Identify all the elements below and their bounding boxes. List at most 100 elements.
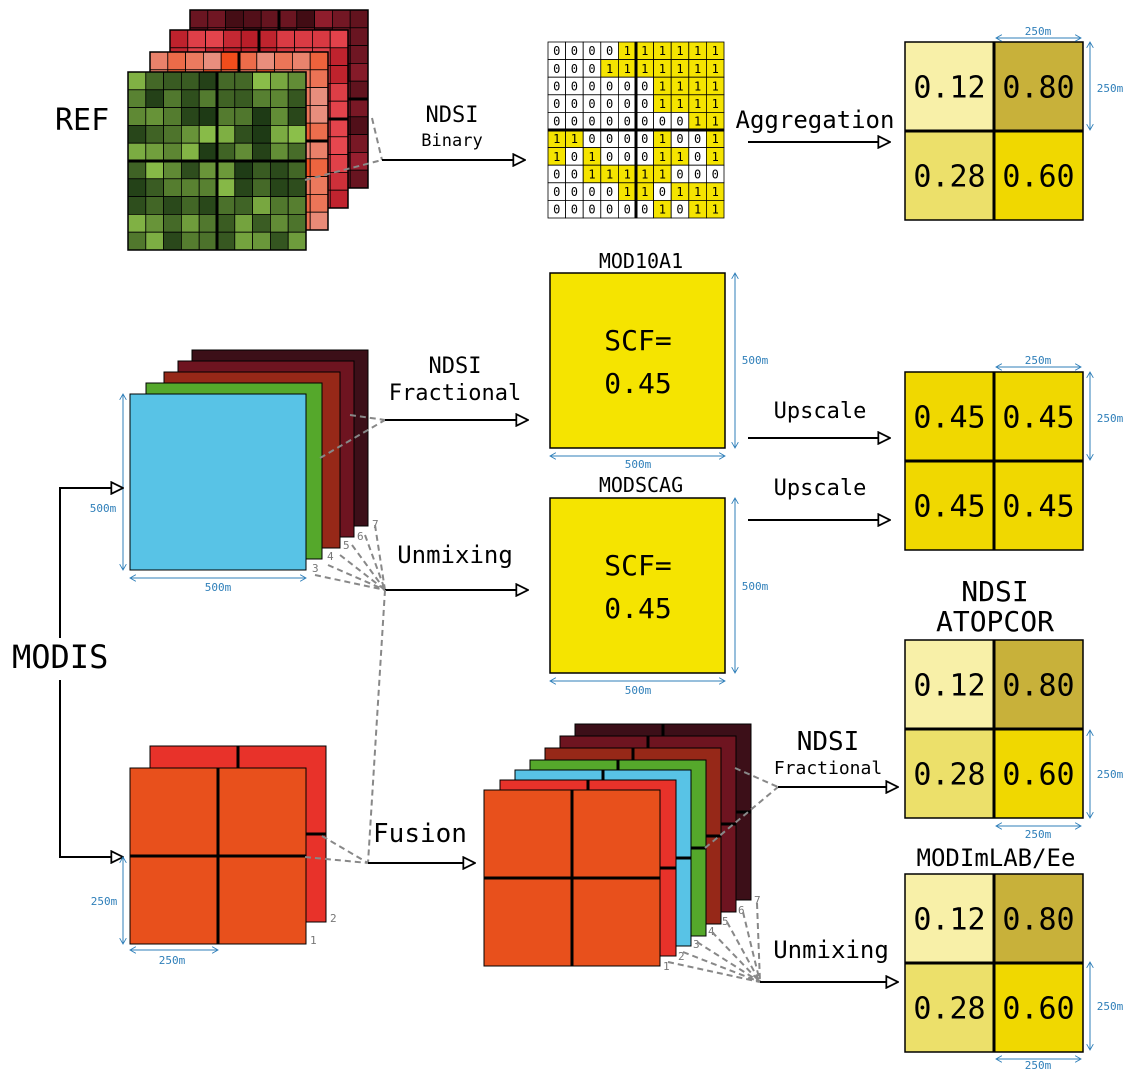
band-number: 5	[722, 915, 729, 928]
ref-cell	[287, 71, 307, 91]
binary-cell-value: 0	[588, 97, 595, 111]
binary-cell-value: 1	[712, 97, 719, 111]
mod10a1-scf-label: SCF=	[604, 324, 671, 357]
binary-cell-value: 0	[588, 203, 595, 217]
binary-cell-value: 1	[712, 132, 719, 146]
fsc-cell	[993, 873, 1084, 964]
ref-cell	[127, 71, 147, 91]
ref-cell	[216, 142, 236, 162]
ref-cell	[180, 196, 200, 215]
ref-cell	[145, 196, 165, 215]
fused-unmixing-label: Unmixing	[773, 936, 889, 964]
ref-cell	[329, 171, 349, 191]
ref-cell	[349, 9, 369, 29]
ref-cell	[198, 89, 218, 109]
fused-fractional-dash	[704, 767, 779, 849]
ref-cell	[260, 9, 280, 29]
ref-cell	[198, 178, 218, 198]
ref-cell	[252, 125, 271, 144]
binary-cell-value: 0	[641, 115, 648, 129]
ref-cell	[145, 231, 165, 251]
mod10a1-title: MOD10A1	[599, 249, 683, 273]
ref-cell	[329, 100, 349, 120]
ref-cell	[216, 196, 236, 215]
ref-cell	[349, 98, 369, 118]
dimension-label: 250m	[159, 954, 186, 967]
ref-cell	[287, 142, 307, 162]
ref-cell	[309, 122, 329, 142]
modis-500m-band	[129, 393, 307, 571]
ref-cell	[234, 142, 254, 162]
binary-cell-value: 1	[694, 79, 701, 93]
ref-cell	[222, 29, 242, 49]
binary-cell-value: 0	[588, 132, 595, 146]
binary-cell-value: 1	[712, 150, 719, 164]
ref-cell	[145, 213, 165, 233]
ref-cell	[329, 65, 349, 84]
ref-cell	[329, 118, 349, 138]
ref-cell	[252, 196, 271, 215]
mod10a1-pixel	[549, 272, 726, 449]
band-number: 4	[327, 550, 334, 563]
ref-cell	[163, 196, 182, 215]
ref-cell	[329, 29, 349, 49]
ref-cell	[127, 142, 147, 162]
binary-cell-value: 1	[659, 79, 666, 93]
binary-cell-value: 1	[659, 167, 666, 181]
ref-cell	[269, 160, 289, 180]
ref-cell	[145, 125, 165, 144]
ref-cell	[309, 176, 329, 195]
ndsi-fractional-title: NDSI	[429, 354, 482, 379]
ref-cell	[180, 142, 200, 162]
ref-cell	[238, 51, 258, 71]
ref-cell	[269, 178, 289, 198]
modscag-scf-value: 0.45	[604, 592, 671, 625]
ref-cell	[287, 178, 307, 198]
ref-cell	[198, 107, 218, 126]
unmixing-500m-label: Unmixing	[397, 541, 513, 569]
ndsi-binary-subtitle: Binary	[421, 131, 482, 151]
ref-cell	[252, 231, 271, 251]
ref-cell	[252, 178, 271, 198]
binary-cell-value: 0	[641, 150, 648, 164]
fsc-cell	[904, 460, 995, 551]
ref-cell	[314, 9, 333, 29]
ndsi-binary-title: NDSI	[426, 103, 479, 128]
ref-cell	[187, 29, 207, 49]
binary-cell-value: 0	[606, 44, 613, 58]
binary-cell-value: 0	[659, 185, 666, 199]
fsc-cell	[993, 460, 1084, 551]
band-number: 1	[310, 934, 317, 947]
fsc-cell-value: 0.45	[1002, 490, 1074, 525]
binary-cell-value: 1	[712, 203, 719, 217]
band-number: 7	[754, 894, 761, 907]
binary-cell-value: 1	[676, 44, 683, 58]
ref-cell	[329, 47, 349, 66]
fusion-label: Fusion	[373, 819, 467, 849]
binary-cell-value: 0	[553, 167, 560, 181]
dimension-label: 500m	[625, 458, 652, 471]
ref-cell	[287, 213, 307, 233]
ref-cell	[127, 125, 147, 144]
dimension-label: 250m	[1025, 1059, 1052, 1070]
binary-cell-value: 0	[659, 115, 666, 129]
binary-cell-value: 0	[571, 44, 578, 58]
ref-cell	[349, 45, 369, 64]
binary-cell-value: 0	[571, 97, 578, 111]
ref-cell	[180, 89, 200, 109]
ref-cell	[349, 80, 369, 100]
ref-cell	[180, 71, 200, 91]
binary-cell-value: 1	[553, 132, 560, 146]
binary-cell-value: 0	[571, 79, 578, 93]
ref-cell	[234, 160, 254, 180]
binary-cell-value: 0	[641, 79, 648, 93]
fsc-cell-value: 0.45	[1002, 401, 1074, 436]
ref-cell	[198, 142, 218, 162]
ref-cell	[180, 213, 200, 233]
binary-cell-value: 1	[659, 44, 666, 58]
ref-cell	[349, 116, 369, 136]
binary-cell-value: 0	[588, 115, 595, 129]
modis-branch-500m	[59, 488, 123, 638]
binary-cell-value: 1	[641, 167, 648, 181]
